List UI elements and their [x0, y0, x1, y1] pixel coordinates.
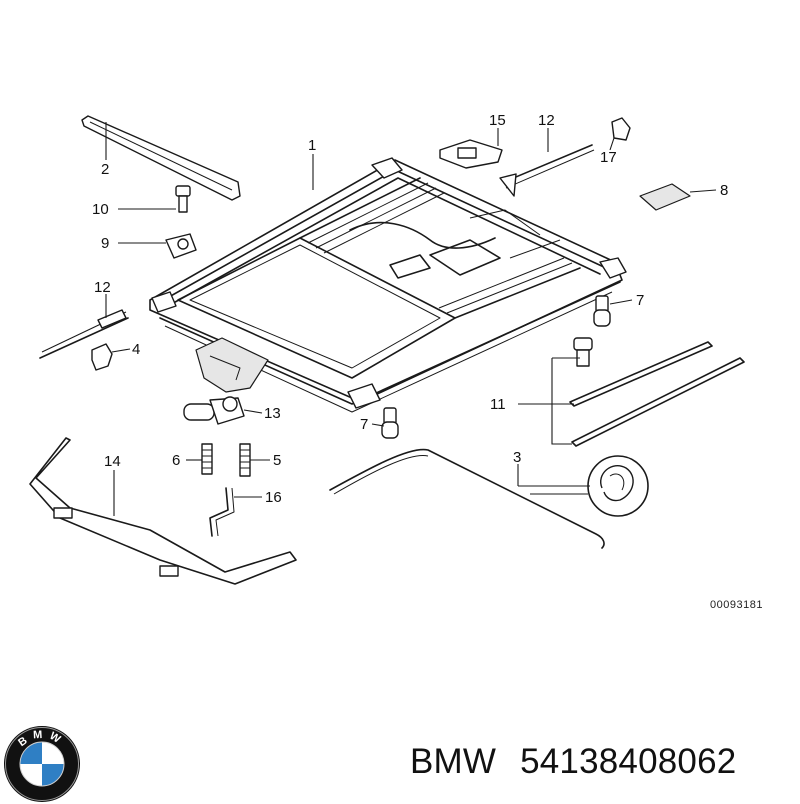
part-12-drive-cable-right [499, 144, 595, 197]
part-caption: BMW 54138408062 [410, 742, 790, 788]
callout-15: 15 [489, 112, 506, 129]
part-10-screw [175, 185, 191, 213]
motor-mounting-plate [195, 337, 269, 393]
callout-11: 11 [490, 396, 506, 413]
part-12-drive-cable-left [39, 309, 129, 359]
callout-16: 16 [265, 489, 282, 506]
part-5-bolt [239, 443, 251, 477]
part-6-bolt [201, 443, 213, 475]
part-1-sunroof-frame [149, 157, 627, 413]
part-11-side-rails [569, 337, 745, 447]
callout-17: 17 [600, 149, 617, 166]
part-7-screw-bottom [381, 407, 399, 439]
callout-12: 12 [94, 279, 111, 296]
part-14-trim-rail [29, 437, 297, 585]
callout-9: 9 [101, 235, 109, 252]
part-4-bracket [91, 343, 113, 371]
part-9-clip [165, 233, 197, 259]
callout-4: 4 [132, 341, 140, 358]
part-8-pad [639, 183, 691, 211]
callout-12-right: 12 [538, 112, 555, 129]
callout-1: 1 [308, 137, 316, 154]
part-2-wind-deflector-strip [81, 115, 241, 201]
callout-7-bottom: 7 [360, 416, 368, 433]
callout-2: 2 [101, 161, 109, 178]
part-15-bracket [439, 139, 503, 169]
callout-10: 10 [92, 201, 109, 218]
part-number: 54138408062 [520, 742, 737, 781]
leader-lines [105, 122, 717, 516]
callout-7-right: 7 [636, 292, 644, 309]
callout-13: 13 [264, 405, 281, 422]
bmw-logo: BMW [4, 726, 80, 802]
callout-6: 6 [172, 452, 180, 469]
callout-3: 3 [513, 449, 521, 466]
callout-14: 14 [104, 453, 121, 470]
part-17-knob [611, 117, 631, 141]
callout-8: 8 [720, 182, 728, 199]
part-16-hand-crank [209, 487, 235, 537]
brand-name: BMW [410, 742, 497, 781]
drawing-code: 00093181 [710, 599, 763, 611]
callout-labels: 1 2 10 9 12 4 13 6 5 16 14 15 12 17 8 7 … [92, 112, 763, 611]
part-3-seal [329, 448, 649, 549]
part-7-screw-right [593, 295, 611, 327]
part-13-drive-motor [183, 396, 245, 425]
callout-5: 5 [273, 452, 281, 469]
